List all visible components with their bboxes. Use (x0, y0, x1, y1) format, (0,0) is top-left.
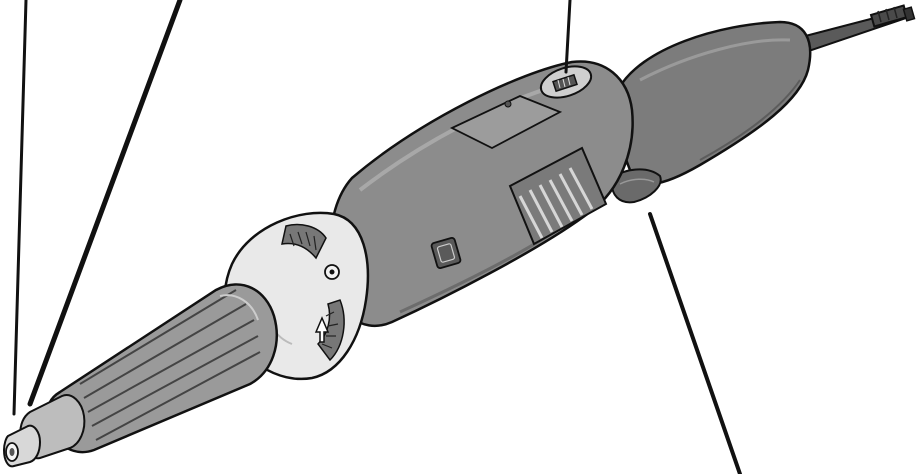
leader-1 (12, 0, 28, 416)
leader-3 (564, 0, 572, 74)
power-cord (788, 4, 916, 56)
leader-2 (27, 0, 183, 407)
spindle-lock (314, 264, 340, 343)
arrow-icon (314, 316, 330, 343)
leader-4 (648, 212, 742, 474)
leader-lines (12, 0, 742, 474)
ribbed-nose (46, 283, 278, 454)
collet-nut (2, 394, 86, 468)
switch-lever (610, 168, 662, 204)
brand-badge (430, 237, 462, 269)
speed-dial (539, 65, 593, 99)
vent-grille (508, 146, 608, 246)
